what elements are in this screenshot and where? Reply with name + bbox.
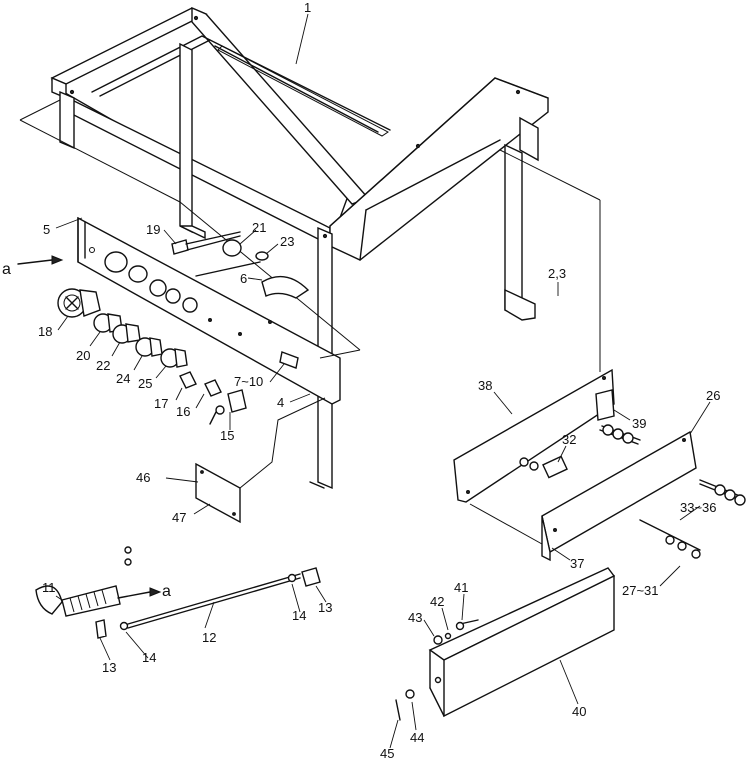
label-a-arrow: a — [2, 261, 11, 278]
label-19: 19 — [146, 222, 160, 237]
instrument-panel — [17, 99, 361, 405]
cover-plate — [195, 397, 326, 524]
label-21: 21 — [252, 220, 266, 235]
label-44: 44 — [410, 730, 424, 745]
label-23: 23 — [280, 234, 294, 249]
label-13-left: 13 — [102, 660, 116, 675]
label-43: 43 — [408, 610, 422, 625]
label-14-left: 14 — [142, 650, 156, 665]
label-42: 42 — [430, 594, 444, 609]
label-26: 26 — [706, 388, 720, 403]
label-11: 11 — [42, 580, 56, 595]
label-17: 17 — [154, 396, 168, 411]
label-22: 22 — [96, 358, 110, 373]
label-4: 4 — [277, 395, 284, 410]
side-cover — [395, 567, 616, 721]
label-15: 15 — [220, 428, 234, 443]
label-27-31: 27~31 — [622, 583, 659, 598]
part-labels: 1 5 19 21 23 6 a 18 20 22 24 25 17 16 15… — [2, 0, 720, 759]
label-47: 47 — [172, 510, 186, 525]
side-brackets — [453, 149, 746, 562]
label-37: 37 — [570, 556, 584, 571]
label-7-10: 7~10 — [234, 374, 263, 389]
label-38: 38 — [478, 378, 492, 393]
frame-assembly — [50, 6, 549, 490]
label-24: 24 — [116, 371, 130, 386]
label-39: 39 — [632, 416, 646, 431]
label-2-3: 2,3 — [548, 266, 566, 281]
label-33-36: 33~36 — [680, 500, 717, 515]
label-12: 12 — [202, 630, 216, 645]
label-46: 46 — [136, 470, 150, 485]
gauges — [57, 231, 310, 425]
label-1: 1 — [304, 0, 311, 15]
label-25: 25 — [138, 376, 152, 391]
label-13-right: 13 — [318, 600, 332, 615]
throttle-cable — [35, 546, 321, 639]
label-a-cable: a — [162, 583, 171, 600]
label-41: 41 — [454, 580, 468, 595]
label-6: 6 — [240, 271, 247, 286]
label-18: 18 — [38, 324, 52, 339]
label-5: 5 — [43, 222, 50, 237]
leader-lines — [55, 13, 711, 749]
label-16: 16 — [176, 404, 190, 419]
label-20: 20 — [76, 348, 90, 363]
label-40: 40 — [572, 704, 586, 719]
label-32: 32 — [562, 432, 576, 447]
label-14-right: 14 — [292, 608, 306, 623]
label-45: 45 — [380, 746, 394, 759]
